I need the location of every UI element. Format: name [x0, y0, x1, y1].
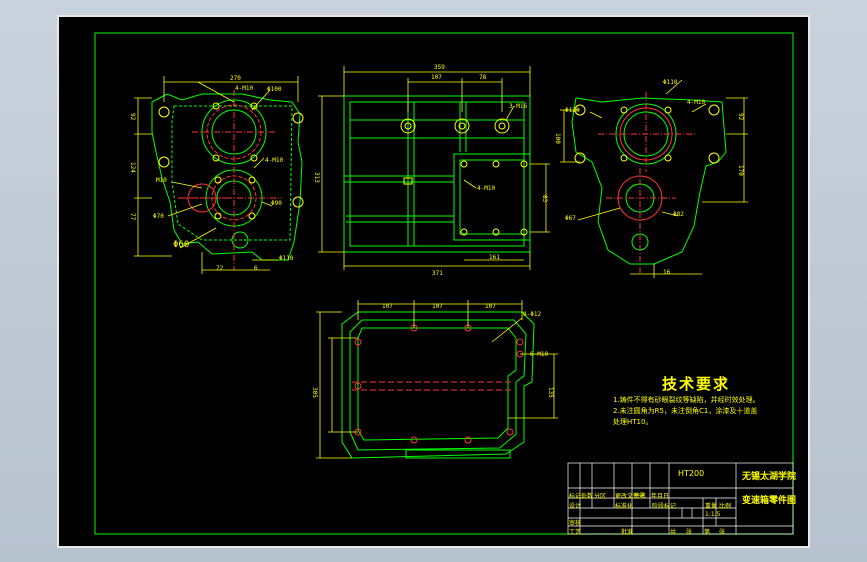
- title-cell-sheet: 张: [719, 529, 726, 536]
- title-cell-date: 年月日: [651, 493, 670, 500]
- title-drawing-name: 变速箱零件图: [742, 496, 797, 506]
- tech-requirements-title: 技术要求: [662, 375, 731, 393]
- right-dim-phi110: Φ110: [663, 79, 678, 86]
- front-dim-phi110: Φ110: [279, 255, 294, 262]
- right-dim-phi67: Φ67: [565, 215, 576, 222]
- title-block: [567, 462, 794, 535]
- right-dim-170: 170: [737, 165, 744, 176]
- side-dimension-lines: [318, 66, 550, 270]
- front-dim-phi70: Φ70: [153, 213, 164, 220]
- right-dim-16: 16: [663, 269, 671, 276]
- right-dim-92: 92: [737, 113, 744, 121]
- title-cell-no: 第: [704, 529, 711, 536]
- title-scale: 1:1.5: [705, 511, 721, 518]
- bottom-dim-305: 305: [311, 387, 318, 398]
- side-cover-opening: [453, 153, 531, 241]
- front-dimension-lines: [134, 76, 299, 274]
- title-cell-weight: 重量: [705, 503, 718, 510]
- front-dim-phi60: Φ60: [173, 240, 190, 250]
- front-dim-72: 72: [216, 265, 224, 272]
- title-cell-review: 审核: [569, 520, 582, 527]
- front-dim-phi90: Φ90: [271, 200, 282, 207]
- front-dim-bore-top: Φ100: [267, 86, 282, 93]
- right-dimension-lines: [560, 79, 748, 278]
- front-bolt-holes: [158, 102, 304, 220]
- title-cell-stage: 阶段标记: [652, 503, 677, 510]
- front-dim-thread-top: 4-M10: [235, 85, 254, 92]
- front-drain-hole: [231, 231, 249, 249]
- bottom-view-outline: [341, 311, 535, 459]
- bottom-dim-135: 135: [547, 387, 554, 398]
- drawing-sheet: [94, 32, 794, 535]
- bottom-view-flange: [357, 327, 517, 441]
- side-dim-3m16: 3-M16: [509, 103, 528, 110]
- side-dim-371: 371: [432, 270, 443, 277]
- side-view-inner: [349, 101, 525, 247]
- front-dim-h3: 77: [129, 213, 136, 221]
- bottom-dim-6m10: 6-M10: [530, 351, 549, 358]
- side-slot: [403, 177, 413, 185]
- right-dim-100: 100: [554, 133, 561, 144]
- right-dim-phi120: Φ120: [565, 107, 580, 114]
- bottom-dimension-lines: [316, 300, 558, 459]
- bottom-dim-107a: 107: [382, 303, 393, 310]
- title-cell-design: 设计: [569, 503, 582, 510]
- side-dim-313: 313: [313, 172, 320, 183]
- side-dim-78: 78: [479, 74, 487, 81]
- side-view: [318, 66, 550, 270]
- right-center-lines: [598, 92, 696, 274]
- front-dim-6: 6: [254, 265, 258, 272]
- front-dim-h2: 124: [129, 162, 136, 173]
- side-ribs: [344, 102, 524, 246]
- bottom-view: [316, 300, 558, 459]
- front-dim-width: 270: [230, 75, 241, 82]
- front-dim-thread-mid: 4-M10: [265, 157, 284, 164]
- side-dim-83: 83: [541, 195, 548, 203]
- title-school: 无锡太湖学院: [742, 472, 797, 482]
- title-cell-scale: 比例: [719, 503, 732, 510]
- tech-line-3: 处理HT10。: [613, 418, 653, 426]
- side-dim-161: 161: [489, 254, 500, 261]
- right-dim-4m10: 4-M10: [687, 99, 706, 106]
- front-dim-m10: M10: [156, 177, 167, 184]
- bottom-holes: [354, 324, 524, 444]
- title-cell-sheets: 张: [686, 529, 693, 536]
- title-cell-zone: 分区: [594, 493, 607, 500]
- right-dim-phi82: Φ82: [673, 211, 684, 218]
- front-view-outline: [151, 93, 303, 261]
- side-dim-length: 359: [434, 64, 445, 71]
- title-cell-approve: 批准: [621, 529, 634, 536]
- front-center-lines: [178, 90, 282, 270]
- bottom-dim-107c: 107: [485, 303, 496, 310]
- right-view: [560, 79, 748, 278]
- tech-line-1: 1.铸件不得有砂眼裂纹等缺陷，并经时效处理。: [613, 396, 760, 404]
- side-dim-4m10: 4-M10: [477, 185, 496, 192]
- bottom-drain-pad: [405, 449, 511, 459]
- front-view-inner: [171, 105, 293, 241]
- tech-line-2: 2.未注圆角为R5，未注倒角C1，涂漆及十道盖: [613, 407, 758, 415]
- title-cell-process: 工艺: [569, 529, 582, 536]
- bottom-dim-107b: 107: [432, 303, 443, 310]
- drawing-canvas[interactable]: 270 4-M10 Φ100 92 124 77 M10 Φ70 Φ60 4-M…: [57, 15, 810, 548]
- front-view: [134, 76, 304, 274]
- drawing-frame: [94, 32, 794, 535]
- title-cell-doc: 更改文件号: [615, 493, 646, 500]
- bottom-view-inner: [349, 319, 527, 451]
- title-material: HT200: [678, 469, 705, 478]
- title-cell-mark: 标记: [569, 493, 582, 500]
- side-bosses: [400, 118, 528, 236]
- title-cell-sign: 签名: [634, 493, 647, 500]
- right-view-outline: [571, 97, 727, 265]
- title-cell-count: 处数: [581, 493, 594, 500]
- front-dim-h1: 92: [129, 113, 136, 121]
- title-cell-standard: 标准化: [615, 503, 634, 510]
- side-dim-107: 107: [431, 74, 442, 81]
- side-cover-opening-inner: [459, 159, 525, 235]
- title-cell-total: 共: [670, 529, 677, 536]
- bottom-dim-8phi12: 8-Φ12: [523, 311, 542, 318]
